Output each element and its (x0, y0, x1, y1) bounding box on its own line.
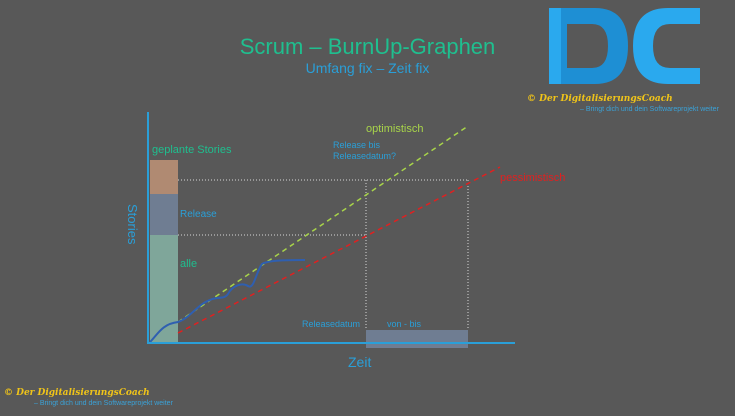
logo-mark (549, 8, 700, 84)
page-title: Scrum – BurnUp-Graphen (239, 34, 496, 59)
page-subtitle: Umfang fix – Zeit fix (305, 60, 430, 76)
pessimistic-label: pessimistisch (500, 172, 566, 184)
optimistic-label: optimistisch (366, 123, 424, 135)
bar-label-top: geplante Stories (152, 144, 232, 156)
release-range-label: von - bis (387, 319, 422, 329)
logo-caption: © Der DigitalisierungsCoach (527, 94, 673, 104)
footer-caption: © Der DigitalisierungsCoach (4, 388, 150, 398)
bar-segment-top (150, 160, 178, 194)
actual-progress-line (149, 259, 306, 343)
bar-label-bottom: alle (180, 258, 198, 270)
bar-label-middle: Release (180, 209, 217, 220)
bar-segment-middle (150, 194, 178, 235)
release-date-label: Releasedatum (302, 319, 361, 329)
guide-lines (178, 179, 469, 330)
release-range-bar (366, 330, 468, 348)
y-axis-label: Stories (125, 204, 140, 245)
logo-tagline: – Bringt dich und dein Softwareprojekt w… (580, 106, 719, 113)
x-axis-label: Zeit (348, 354, 372, 370)
release-question-annotation: Release bis Releasedatum? (333, 140, 397, 161)
optimistic-line (177, 125, 469, 323)
pessimistic-line (177, 166, 501, 334)
bar-segment-bottom (150, 235, 178, 342)
footer-tagline: – Bringt dich und dein Softwareprojekt w… (34, 400, 173, 407)
